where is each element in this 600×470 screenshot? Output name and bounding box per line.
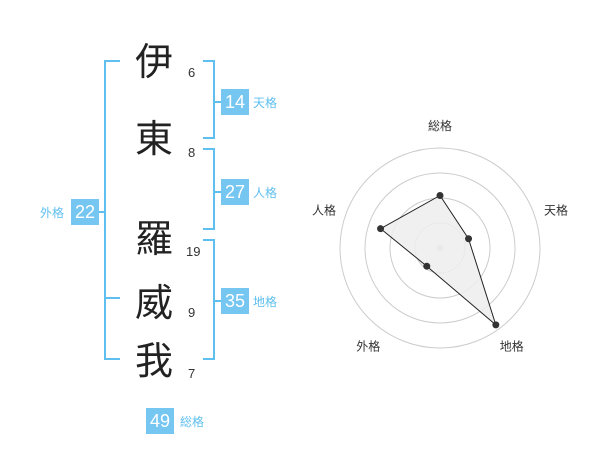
- stroke-count-1: 6: [188, 65, 196, 80]
- radar-axis-label-4: 外格: [356, 339, 380, 354]
- radar-axis-label-5: 人格: [312, 202, 336, 217]
- stroke-count-2: 8: [188, 145, 196, 160]
- radar-axis-label-3: 地格: [500, 339, 524, 354]
- chikaku-bracket: [203, 239, 215, 360]
- name-char-3: 羅: [134, 217, 173, 261]
- name-char-5: 我: [134, 339, 173, 383]
- chikaku-label: 地格: [253, 295, 278, 309]
- name-char-4: 威: [134, 281, 173, 325]
- tenkaku-bracket: [203, 60, 215, 139]
- chikaku-connector: [215, 300, 221, 302]
- radar-point-1: [436, 192, 444, 199]
- stroke-count-4: 9: [188, 305, 196, 320]
- radar-point-5: [377, 225, 385, 233]
- radar-point-2: [465, 235, 473, 243]
- chikaku-badge: 35: [221, 288, 249, 314]
- jinkaku-bracket: [203, 148, 215, 230]
- soukaku-badge: 49: [146, 408, 174, 434]
- gaikaku-label: 外格: [40, 206, 65, 220]
- soukaku-label: 総格: [180, 415, 205, 429]
- gaikaku-bracket: [104, 60, 120, 360]
- radar-axis-label-2: 天格: [544, 202, 568, 217]
- jinkaku-badge: 27: [221, 179, 249, 205]
- name-char-1: 伊: [134, 40, 173, 84]
- radar-axis-label-1: 総格: [428, 118, 452, 133]
- jinkaku-label: 人格: [253, 186, 278, 200]
- stroke-count-3: 19: [186, 244, 201, 259]
- tenkaku-label: 天格: [253, 96, 278, 110]
- gaikaku-bracket-connector: [98, 211, 106, 213]
- stroke-count-5: 7: [188, 366, 196, 381]
- radar-point-4: [423, 262, 431, 270]
- radar-point-3: [492, 321, 500, 329]
- gaikaku-bracket-tick: [104, 297, 120, 299]
- name-char-2: 東: [134, 117, 173, 161]
- tenkaku-connector: [215, 101, 221, 103]
- tenkaku-badge: 14: [221, 89, 249, 115]
- jinkaku-connector: [215, 191, 221, 193]
- gaikaku-badge: 22: [71, 199, 99, 225]
- radar-polygon: [379, 194, 497, 327]
